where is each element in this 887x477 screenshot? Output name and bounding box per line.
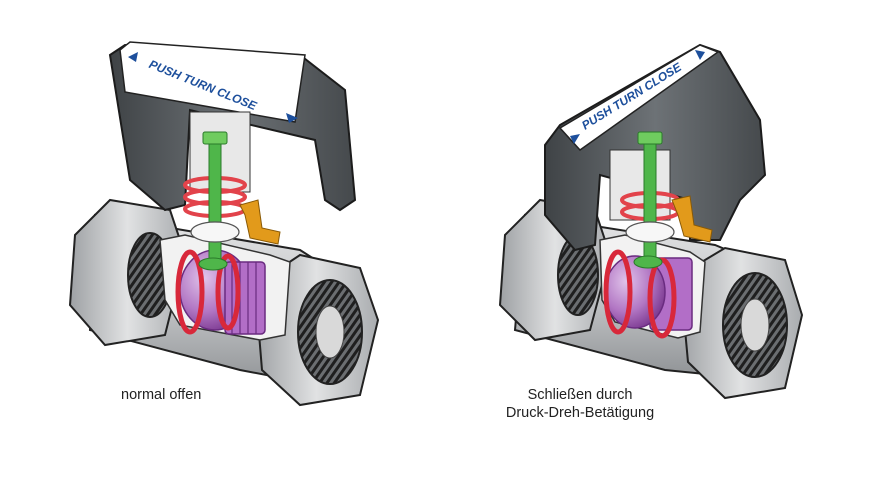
valve-closed: PUSH TURN CLOSE — [498, 43, 804, 400]
stem-tip — [198, 257, 228, 271]
handle-label-plate — [558, 44, 720, 151]
handle-cutaway — [609, 149, 671, 221]
valve-stem — [643, 139, 657, 266]
lock-pin — [671, 195, 713, 243]
caption-open: normal offen — [121, 386, 201, 404]
washer — [190, 221, 240, 243]
handle-label-plate — [119, 41, 306, 123]
seal-ring-left — [175, 249, 205, 335]
port-right-bore — [315, 305, 345, 359]
washer — [625, 221, 675, 243]
seal-ring-left — [603, 249, 633, 335]
arrow-left-icon — [128, 52, 138, 62]
valve-open: PUSH TURN CLOSE — [68, 41, 380, 407]
caption-closed: Schließen durch Druck-Dreh-Betätigung — [475, 386, 685, 422]
arrow-left-icon — [570, 134, 580, 144]
arrow-right-icon — [695, 50, 705, 60]
seal-ring-right — [215, 253, 241, 331]
port-right-bore — [740, 298, 770, 352]
caption-line: Druck-Dreh-Betätigung — [505, 405, 655, 421]
stem-screw-head — [202, 131, 228, 145]
lock-pin — [239, 199, 281, 245]
caption-line: normal offen — [121, 387, 202, 403]
stem-tip — [633, 255, 663, 269]
arrow-right-icon — [286, 113, 298, 123]
caption-line: Schließen durch — [527, 387, 633, 403]
stem-screw-head — [637, 131, 663, 145]
seal-ring-right — [647, 257, 677, 339]
